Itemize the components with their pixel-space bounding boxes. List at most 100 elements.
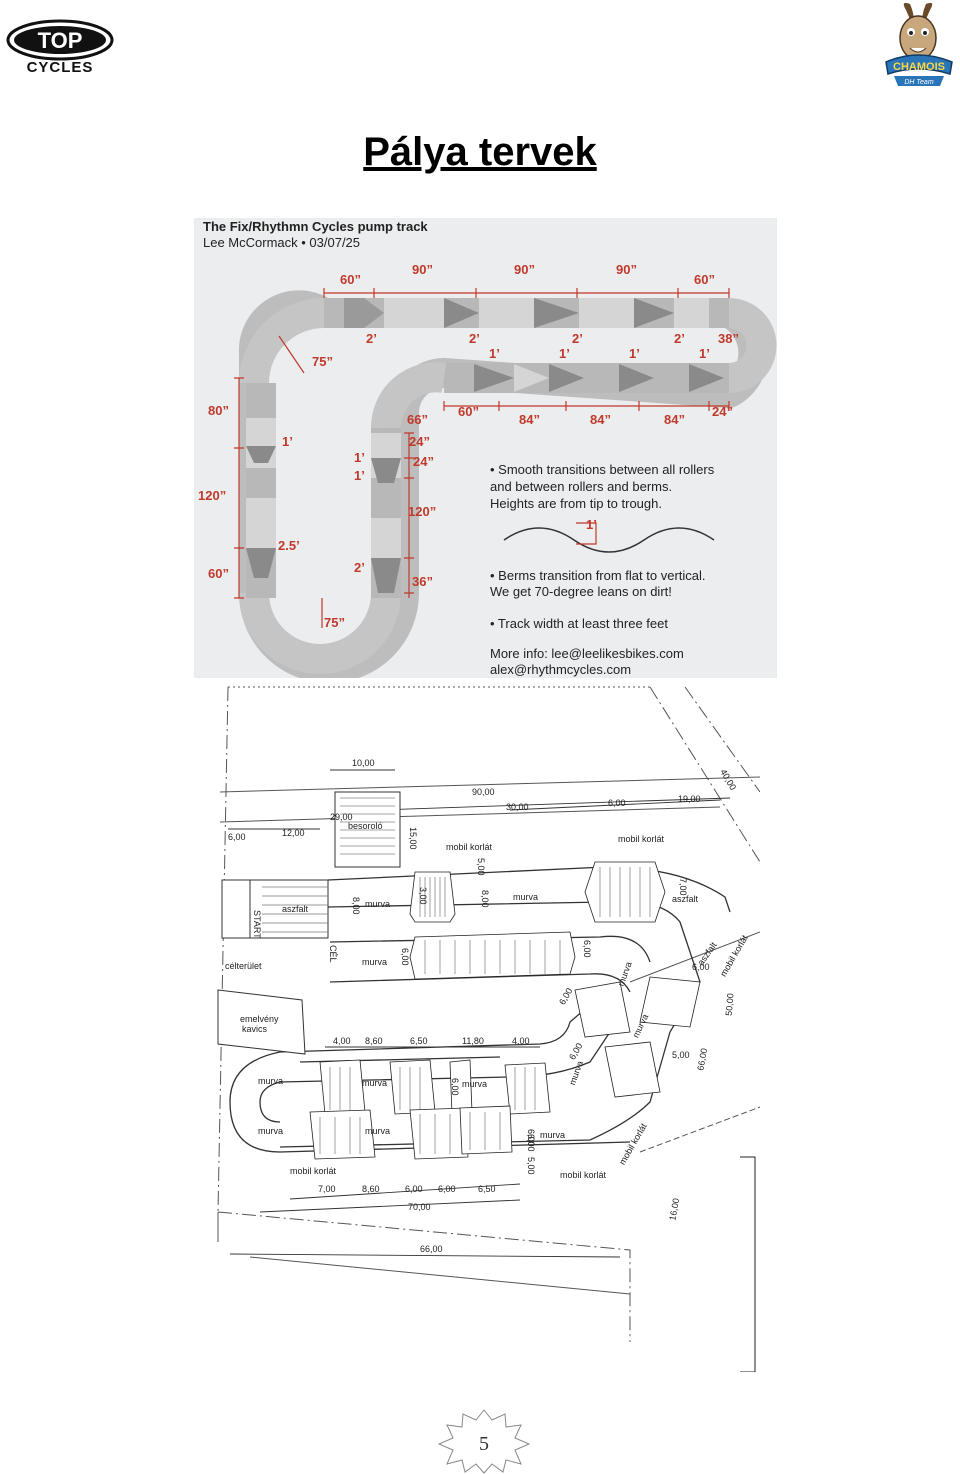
dim-75-b: 75”: [324, 615, 345, 630]
dim-66: 66”: [407, 412, 428, 427]
label-murva-9: murva: [462, 1079, 487, 1089]
height-2-5: 2.5’: [278, 538, 300, 553]
top-cycles-logo: TOP CYCLES: [6, 19, 114, 76]
dim-120-b: 120”: [408, 504, 436, 519]
label-murva-2: murva: [513, 892, 538, 902]
dim-6-00-d: 6,00: [582, 940, 592, 958]
dim-120-a: 120”: [198, 488, 226, 503]
dim-29-00: 29,00: [330, 812, 353, 822]
label-mobil-1: mobil korlát: [446, 842, 493, 852]
dim-6-00-c: 6,00: [692, 962, 710, 972]
stage-area: [217, 989, 306, 1055]
berm-right: [728, 298, 777, 393]
logo-top-text: TOP: [38, 28, 83, 53]
note-3: • Track width at least three feet: [490, 616, 668, 631]
dim-66-00-b: 66,00: [420, 1244, 443, 1254]
label-mobil-2: mobil korlát: [618, 834, 665, 844]
dim-6-50-a: 6,50: [410, 1036, 428, 1046]
berm-inner: [371, 362, 447, 429]
height-1-d: 1’: [699, 346, 710, 361]
dim-4-00-a: 4,00: [333, 1036, 351, 1046]
dim-11-80: 11,80: [462, 1036, 484, 1046]
dim-6-00-f: 6,00: [557, 986, 574, 1006]
sketch-author: Lee McCormack • 03/07/25: [203, 235, 360, 250]
dim-4-00-b: 4,00: [512, 1036, 530, 1046]
dim-6-50-b: 6,50: [478, 1184, 496, 1194]
label-mobil-6: mobil korlát: [560, 1170, 607, 1180]
label-murva-3: murva: [362, 957, 387, 967]
dim-19-00: 19,00: [678, 794, 701, 804]
label-kavics: kavics: [242, 1024, 268, 1034]
note-2-line-2: We get 70-degree leans on dirt!: [490, 584, 672, 599]
dim-6-00-g: 6,00: [567, 1041, 584, 1061]
dim-6-00-k: 6,00: [438, 1184, 456, 1194]
dim-12-00: 12,00: [282, 828, 305, 838]
sketch-heading: The Fix/Rhythmn Cycles pump track: [203, 219, 428, 234]
label-cel: CÉL: [328, 945, 338, 963]
dim-90-00: 90,00: [472, 787, 495, 797]
label-murva-12: murva: [540, 1130, 565, 1140]
dim-24-a: 24”: [712, 404, 733, 419]
dim-90-c: 90”: [616, 262, 637, 277]
dim-7-00-a: 7,00: [678, 878, 688, 896]
page-number: 5: [479, 1433, 489, 1455]
label-murva-8: murva: [362, 1078, 387, 1088]
page-number-badge: 5: [437, 1409, 531, 1474]
label-aszfalt-1: aszfalt: [282, 904, 309, 914]
dim-8-00-b: 8,00: [480, 890, 490, 908]
dim-16-00: 16,00: [667, 1197, 681, 1221]
dim-60-a: 60”: [340, 272, 361, 287]
label-murva-5: murva: [631, 1012, 651, 1039]
dim-36: 36”: [412, 574, 433, 589]
dim-6-00-a: 6,00: [608, 798, 626, 808]
height-2-b: 2’: [469, 331, 480, 346]
dim-90-b: 90”: [514, 262, 535, 277]
height-1-b: 1’: [559, 346, 570, 361]
dim-60-d: 60”: [208, 566, 229, 581]
height-2-e: 2’: [354, 560, 365, 575]
dim-8-60-b: 8,60: [362, 1184, 380, 1194]
page-title: Pálya tervek: [363, 130, 597, 174]
logo-cycles-text: CYCLES: [27, 59, 94, 76]
height-2-d: 2’: [674, 331, 685, 346]
note-4-line-2: alex@rhythmcycles.com: [490, 662, 631, 677]
dim-6-00-l: 6,00: [526, 1134, 536, 1152]
dim-24-c: 24”: [413, 454, 434, 469]
label-murva-6: murva: [567, 1060, 585, 1087]
dim-8-00-a: 8,00: [351, 897, 361, 915]
dim-6-00-j: 6,00: [405, 1184, 423, 1194]
dim-30-00: 30,00: [506, 802, 529, 812]
dim-15-00: 15,00: [408, 827, 418, 850]
label-murva-10: murva: [258, 1126, 283, 1136]
label-celterulet: célterület: [225, 961, 262, 971]
dim-60-b: 60”: [694, 272, 715, 287]
note-1-line-2: and between rollers and berms.: [490, 479, 672, 494]
dim-60-c: 60”: [458, 404, 479, 419]
dim-10-00: 10,00: [352, 758, 375, 768]
label-emelveny: emelvény: [240, 1014, 279, 1024]
dim-6-00-h: 6,00: [450, 1078, 460, 1096]
dim-40-00: 40,00: [718, 767, 738, 792]
dim-5-00-b: 5,00: [672, 1050, 690, 1060]
label-murva-1: murva: [365, 899, 390, 909]
wave-diagram: [503, 527, 715, 553]
dim-38: 38”: [718, 331, 739, 346]
height-1-c: 1’: [629, 346, 640, 361]
label-murva-11: murva: [365, 1126, 390, 1136]
dim-6-00-e: 6,00: [400, 948, 410, 966]
dim-50-00: 50,00: [724, 993, 736, 1016]
dim-6-00-i: 6,00: [526, 1129, 536, 1147]
pump-track-plan-sketch: The Fix/Rhythmn Cycles pump track Lee Mc…: [194, 218, 777, 678]
note-1-line-1: • Smooth transitions between all rollers: [490, 462, 715, 477]
dim-84-b: 84”: [590, 412, 611, 427]
label-murva-4: murva: [616, 960, 634, 987]
roller-clusters: [309, 861, 701, 1160]
height-1-f: 1’: [354, 450, 365, 465]
label-start: START: [252, 910, 262, 939]
dim-70-00: 70,00: [408, 1202, 431, 1212]
berm-top-left: [239, 298, 325, 384]
height-1-a: 1’: [489, 346, 500, 361]
dim-3-00: 3,00: [418, 887, 428, 905]
dim-8-60-a: 8,60: [365, 1036, 383, 1046]
dim-90-a: 90”: [412, 262, 433, 277]
